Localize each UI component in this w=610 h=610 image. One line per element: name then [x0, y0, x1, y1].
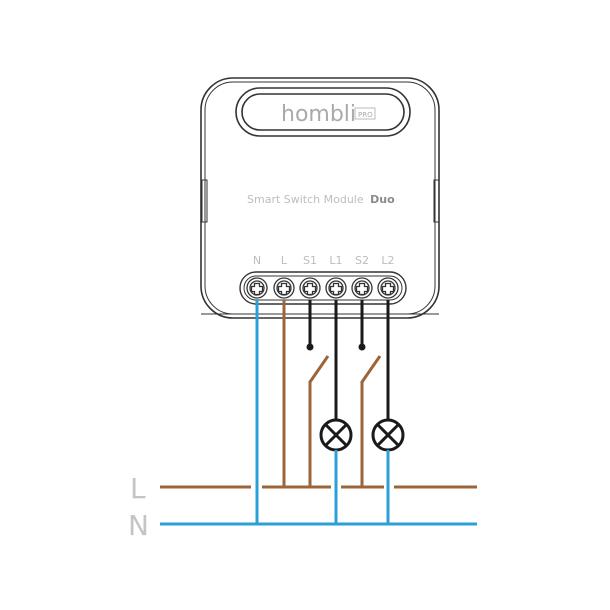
screw-icon	[273, 277, 295, 299]
switch-2	[358, 300, 382, 487]
module-housing	[200, 77, 440, 319]
terminal-label-l: L	[281, 254, 288, 267]
switch-1	[306, 300, 330, 487]
terminal-label-l1: L1	[329, 254, 342, 267]
screw-icon	[325, 277, 347, 299]
screw-icon	[299, 277, 321, 299]
lamp-1	[319, 300, 353, 524]
screw-icon	[377, 277, 399, 299]
live-line-label: L	[130, 472, 146, 505]
module-title: Smart Switch Module Duo	[247, 193, 395, 206]
terminal-label-s2: S2	[355, 254, 369, 267]
module-title-text: Smart Switch Module	[247, 193, 364, 206]
terminal-label-s1: S1	[303, 254, 317, 267]
terminal-label-n: N	[253, 254, 261, 267]
terminal-labels: N L S1 L1 S2 L2	[253, 254, 395, 267]
brand-badge-box	[354, 107, 376, 120]
module-title-bold: Duo	[370, 193, 395, 206]
terminal-block	[239, 271, 407, 305]
neutral-line-label: N	[128, 509, 149, 542]
screw-icon	[246, 277, 268, 299]
brand-badge: PRO	[358, 111, 373, 119]
brand-name: hombli	[281, 102, 356, 127]
terminal-screws	[246, 277, 399, 299]
terminal-label-l2: L2	[381, 254, 394, 267]
lamp-2	[371, 300, 405, 524]
screw-icon	[351, 277, 373, 299]
